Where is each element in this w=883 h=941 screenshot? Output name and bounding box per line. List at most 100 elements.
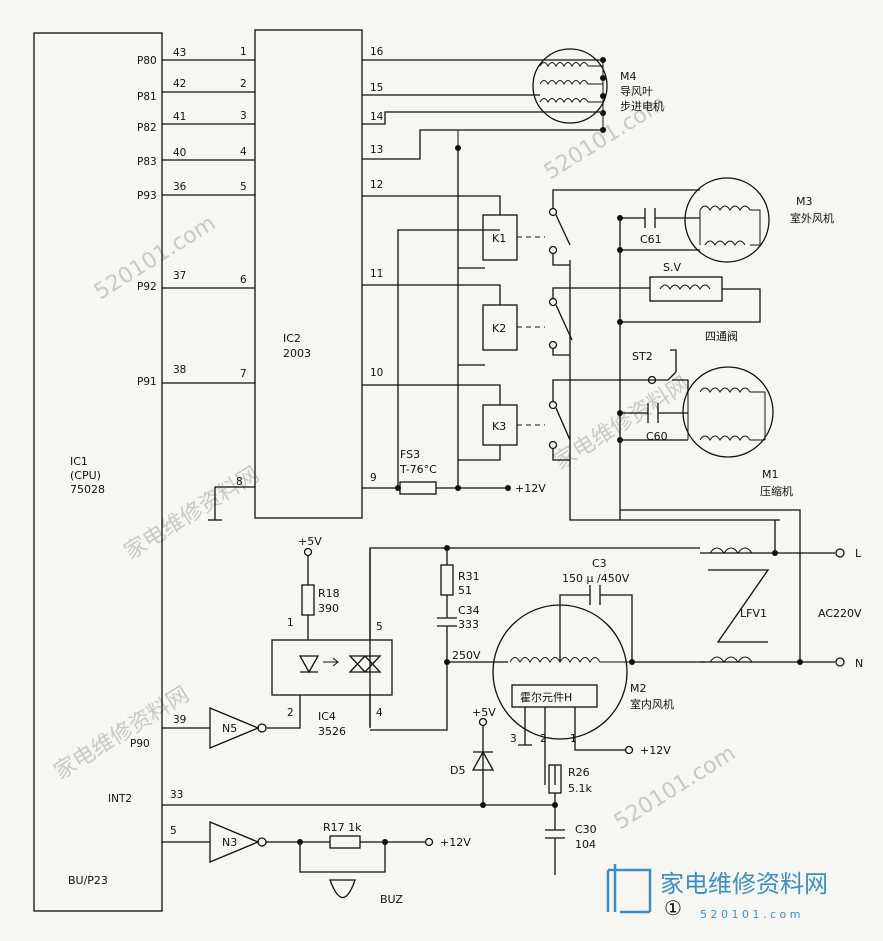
pin-num: 8 (236, 476, 243, 488)
m3-ref: M3 (796, 195, 813, 208)
buzzer-label: BUZ (380, 893, 403, 906)
pin-num: 12 (370, 179, 383, 191)
pin-name: P82 (137, 122, 157, 134)
pin-num: 42 (173, 78, 186, 90)
relay-k2: K2 (492, 322, 506, 335)
relay-k1: K1 (492, 232, 506, 245)
m2-ref: M2 (630, 682, 647, 695)
pin-num: 7 (240, 368, 247, 380)
pin-num: 6 (240, 274, 247, 286)
v250-label: 250V (452, 649, 481, 662)
pin-num: 3 (240, 110, 247, 122)
fuse-value: T-76°C (399, 463, 437, 476)
pin-num: 2 (240, 78, 247, 90)
pin-num: 14 (370, 111, 384, 123)
watermark-text: 家电维修资料网 (50, 682, 194, 785)
pin-name: P80 (137, 55, 157, 67)
cpu-ic2-wires (162, 59, 255, 521)
four-way-valve: S.V 四通阀 (617, 261, 761, 343)
pin-num: 11 (370, 268, 383, 280)
watermark: 家电维修资料网 520101.com 家电维修资料网 520101.com 家电… (50, 91, 740, 835)
m4-stepper-motor: M4 导风叶 步进电机 (457, 48, 664, 148)
m1-name: 压缩机 (760, 484, 793, 498)
r31-val: 51 (458, 584, 472, 597)
r18-ref: R18 (318, 587, 340, 600)
m2-name: 室内风机 (630, 697, 674, 711)
relay-k3: K3 (492, 420, 506, 433)
pin-num: 3 (510, 733, 517, 745)
r26-val: 5.1k (568, 782, 592, 795)
ic1-part: 75028 (70, 483, 105, 496)
m1-compressor: ST2 C60 M1 压缩机 (617, 349, 793, 498)
m4-ref: M4 (620, 70, 637, 83)
pin-num: 1 (570, 733, 577, 745)
pin-num: 10 (370, 367, 383, 379)
pin-num: 38 (173, 364, 186, 376)
hall-label: 霍尔元件H (520, 691, 572, 704)
pin-num: 13 (370, 144, 383, 156)
pin-num: 5 (240, 181, 247, 193)
pin-num: 40 (173, 147, 186, 159)
st2-label: ST2 (632, 350, 653, 363)
pin-num: 4 (376, 707, 383, 719)
line-n: N (855, 657, 863, 670)
ic4-optotriac: +5V R18 390 1 2 4 5 IC4 3526 (267, 535, 393, 738)
ic1-cpu: IC1 (CPU) 75028 BU/P23 P80 43 P81 42 P82… (33, 32, 187, 912)
watermark-url: 520101.com (610, 741, 740, 835)
pin-num: 2 (540, 733, 547, 745)
pin-num: 43 (173, 47, 186, 59)
pin-num: 1 (240, 46, 247, 58)
v12-label: +12V (440, 836, 471, 849)
c30-val: 104 (575, 838, 596, 851)
pin-num: 36 (173, 181, 187, 193)
fuse-ref: FS3 (400, 448, 420, 461)
pin-num: 15 (370, 82, 383, 94)
supply-12v-bus: +12V FS3 T-76°C (362, 145, 546, 495)
r26-ref: R26 (568, 766, 590, 779)
watermark-text: 家电维修资料网 (550, 372, 694, 475)
pin-name: P83 (137, 156, 157, 168)
m1-ref: M1 (762, 468, 779, 481)
v5-label: +5V (472, 706, 496, 719)
figure-number: ① (664, 896, 682, 920)
m4-name2: 步进电机 (620, 99, 664, 113)
v12-label: +12V (515, 482, 546, 495)
c61-label: C61 (640, 233, 662, 246)
line-l: L (855, 547, 862, 560)
indoor-fan-section: R31 51 C34 333 250V 霍尔元件H +12V 3 2 1 C3 … (369, 545, 705, 785)
pin-num: 37 (173, 270, 186, 282)
pin-name: P92 (137, 281, 157, 293)
gate-n5: N5 (222, 722, 237, 735)
pin-num: 5 (376, 621, 383, 633)
pin-num: 2 (287, 707, 294, 719)
pin-name: INT2 (108, 793, 132, 805)
pin-num: 33 (170, 789, 183, 801)
m3-name: 室外风机 (790, 211, 834, 225)
c30-ref: C30 (575, 823, 597, 836)
pin-num: 9 (370, 472, 377, 484)
c3-val: 150 μ /450V (562, 572, 630, 585)
c60-label: C60 (646, 430, 668, 443)
c34-ref: C34 (458, 604, 480, 617)
site-logo: 家电维修资料网 5 2 0 1 0 1 . c o m (606, 864, 828, 921)
power-lines: L N AC220V LFV1 (620, 509, 863, 670)
pin-num: 41 (173, 111, 186, 123)
ic2-part: 2003 (283, 347, 311, 360)
inverter-gates: N5 N3 +12V R17 1k BUZ (162, 707, 471, 906)
pin-name: P81 (137, 91, 157, 103)
pin-num: 16 (370, 46, 384, 58)
v5-label: +5V (298, 535, 322, 548)
ic1-ref: IC1 (70, 455, 88, 468)
ic4-part: 3526 (318, 725, 346, 738)
ac-label: AC220V (818, 607, 862, 620)
logo-text: 家电维修资料网 (660, 870, 828, 898)
c34-val: 333 (458, 618, 479, 631)
r18-val: 390 (318, 602, 339, 615)
c3-ref: C3 (592, 557, 607, 570)
ic4-ref: IC4 (318, 710, 336, 723)
logo-url: 5 2 0 1 0 1 . c o m (700, 908, 800, 921)
m4-name: 导风叶 (620, 85, 653, 98)
gate-n3: N3 (222, 836, 237, 849)
lfv-label: LFV1 (740, 607, 767, 620)
